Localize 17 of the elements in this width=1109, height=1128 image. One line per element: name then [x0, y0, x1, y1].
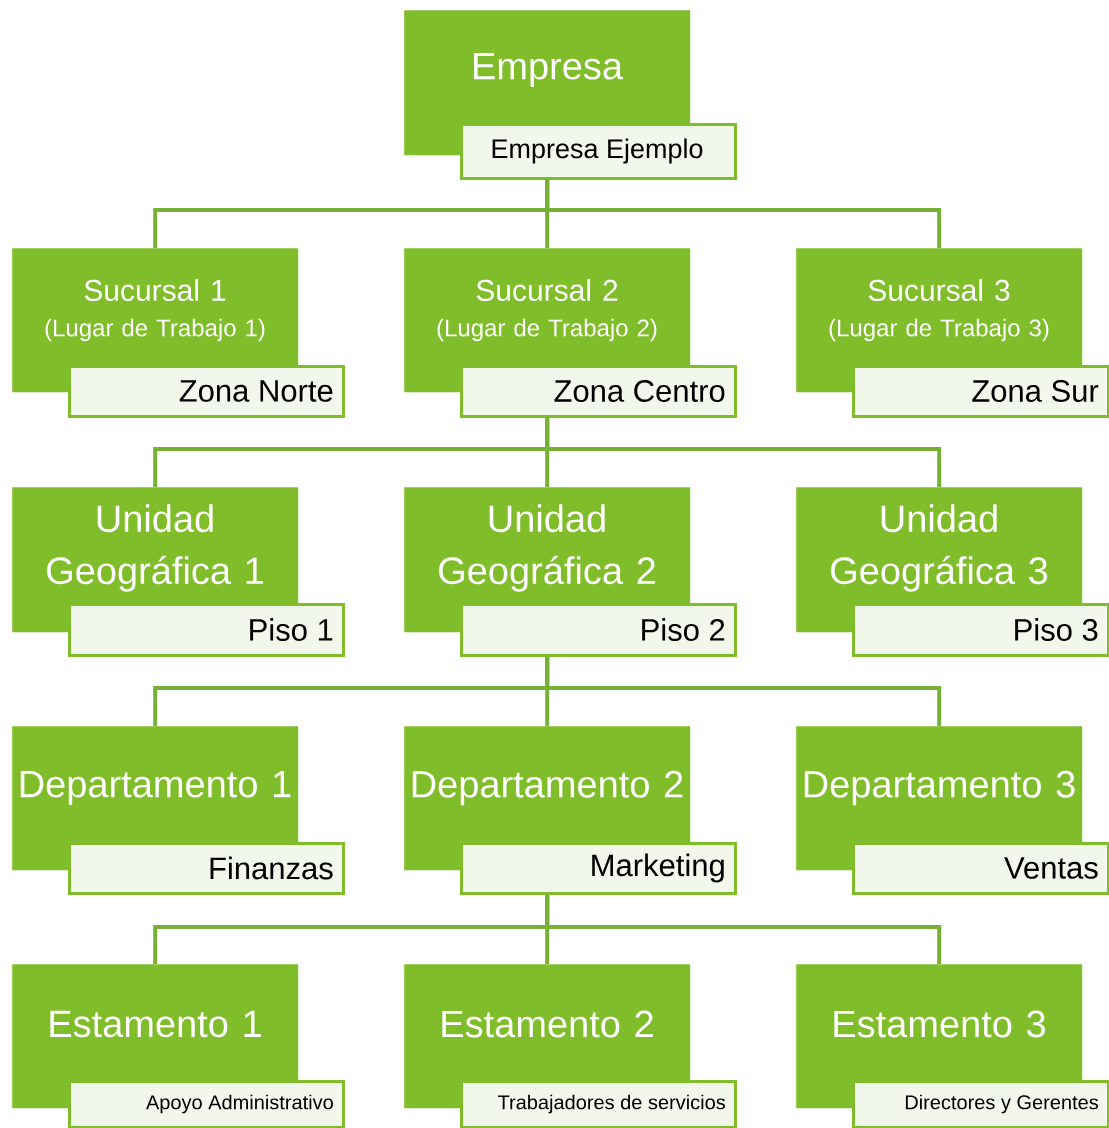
label-box: Piso 3 [852, 603, 1109, 657]
label-box: Piso 2 [460, 603, 737, 657]
label-box: Apoyo Administrativo [68, 1080, 345, 1128]
label-box: Ventas [852, 842, 1109, 895]
label-box: Zona Centro [460, 365, 737, 418]
label-box: Marketing [460, 842, 737, 895]
label-box: Piso 1 [68, 603, 345, 657]
label-box: Trabajadores de servicios [460, 1080, 737, 1128]
connector [545, 180, 942, 248]
label-box: Zona Norte [68, 365, 345, 418]
label-box: Directores y Gerentes [852, 1080, 1109, 1128]
connector [545, 418, 942, 487]
connector [545, 895, 942, 964]
connector [545, 657, 942, 726]
label-box: Zona Sur [852, 365, 1109, 418]
label-box: Empresa Ejemplo [460, 123, 737, 180]
label-box: Finanzas [68, 842, 345, 895]
